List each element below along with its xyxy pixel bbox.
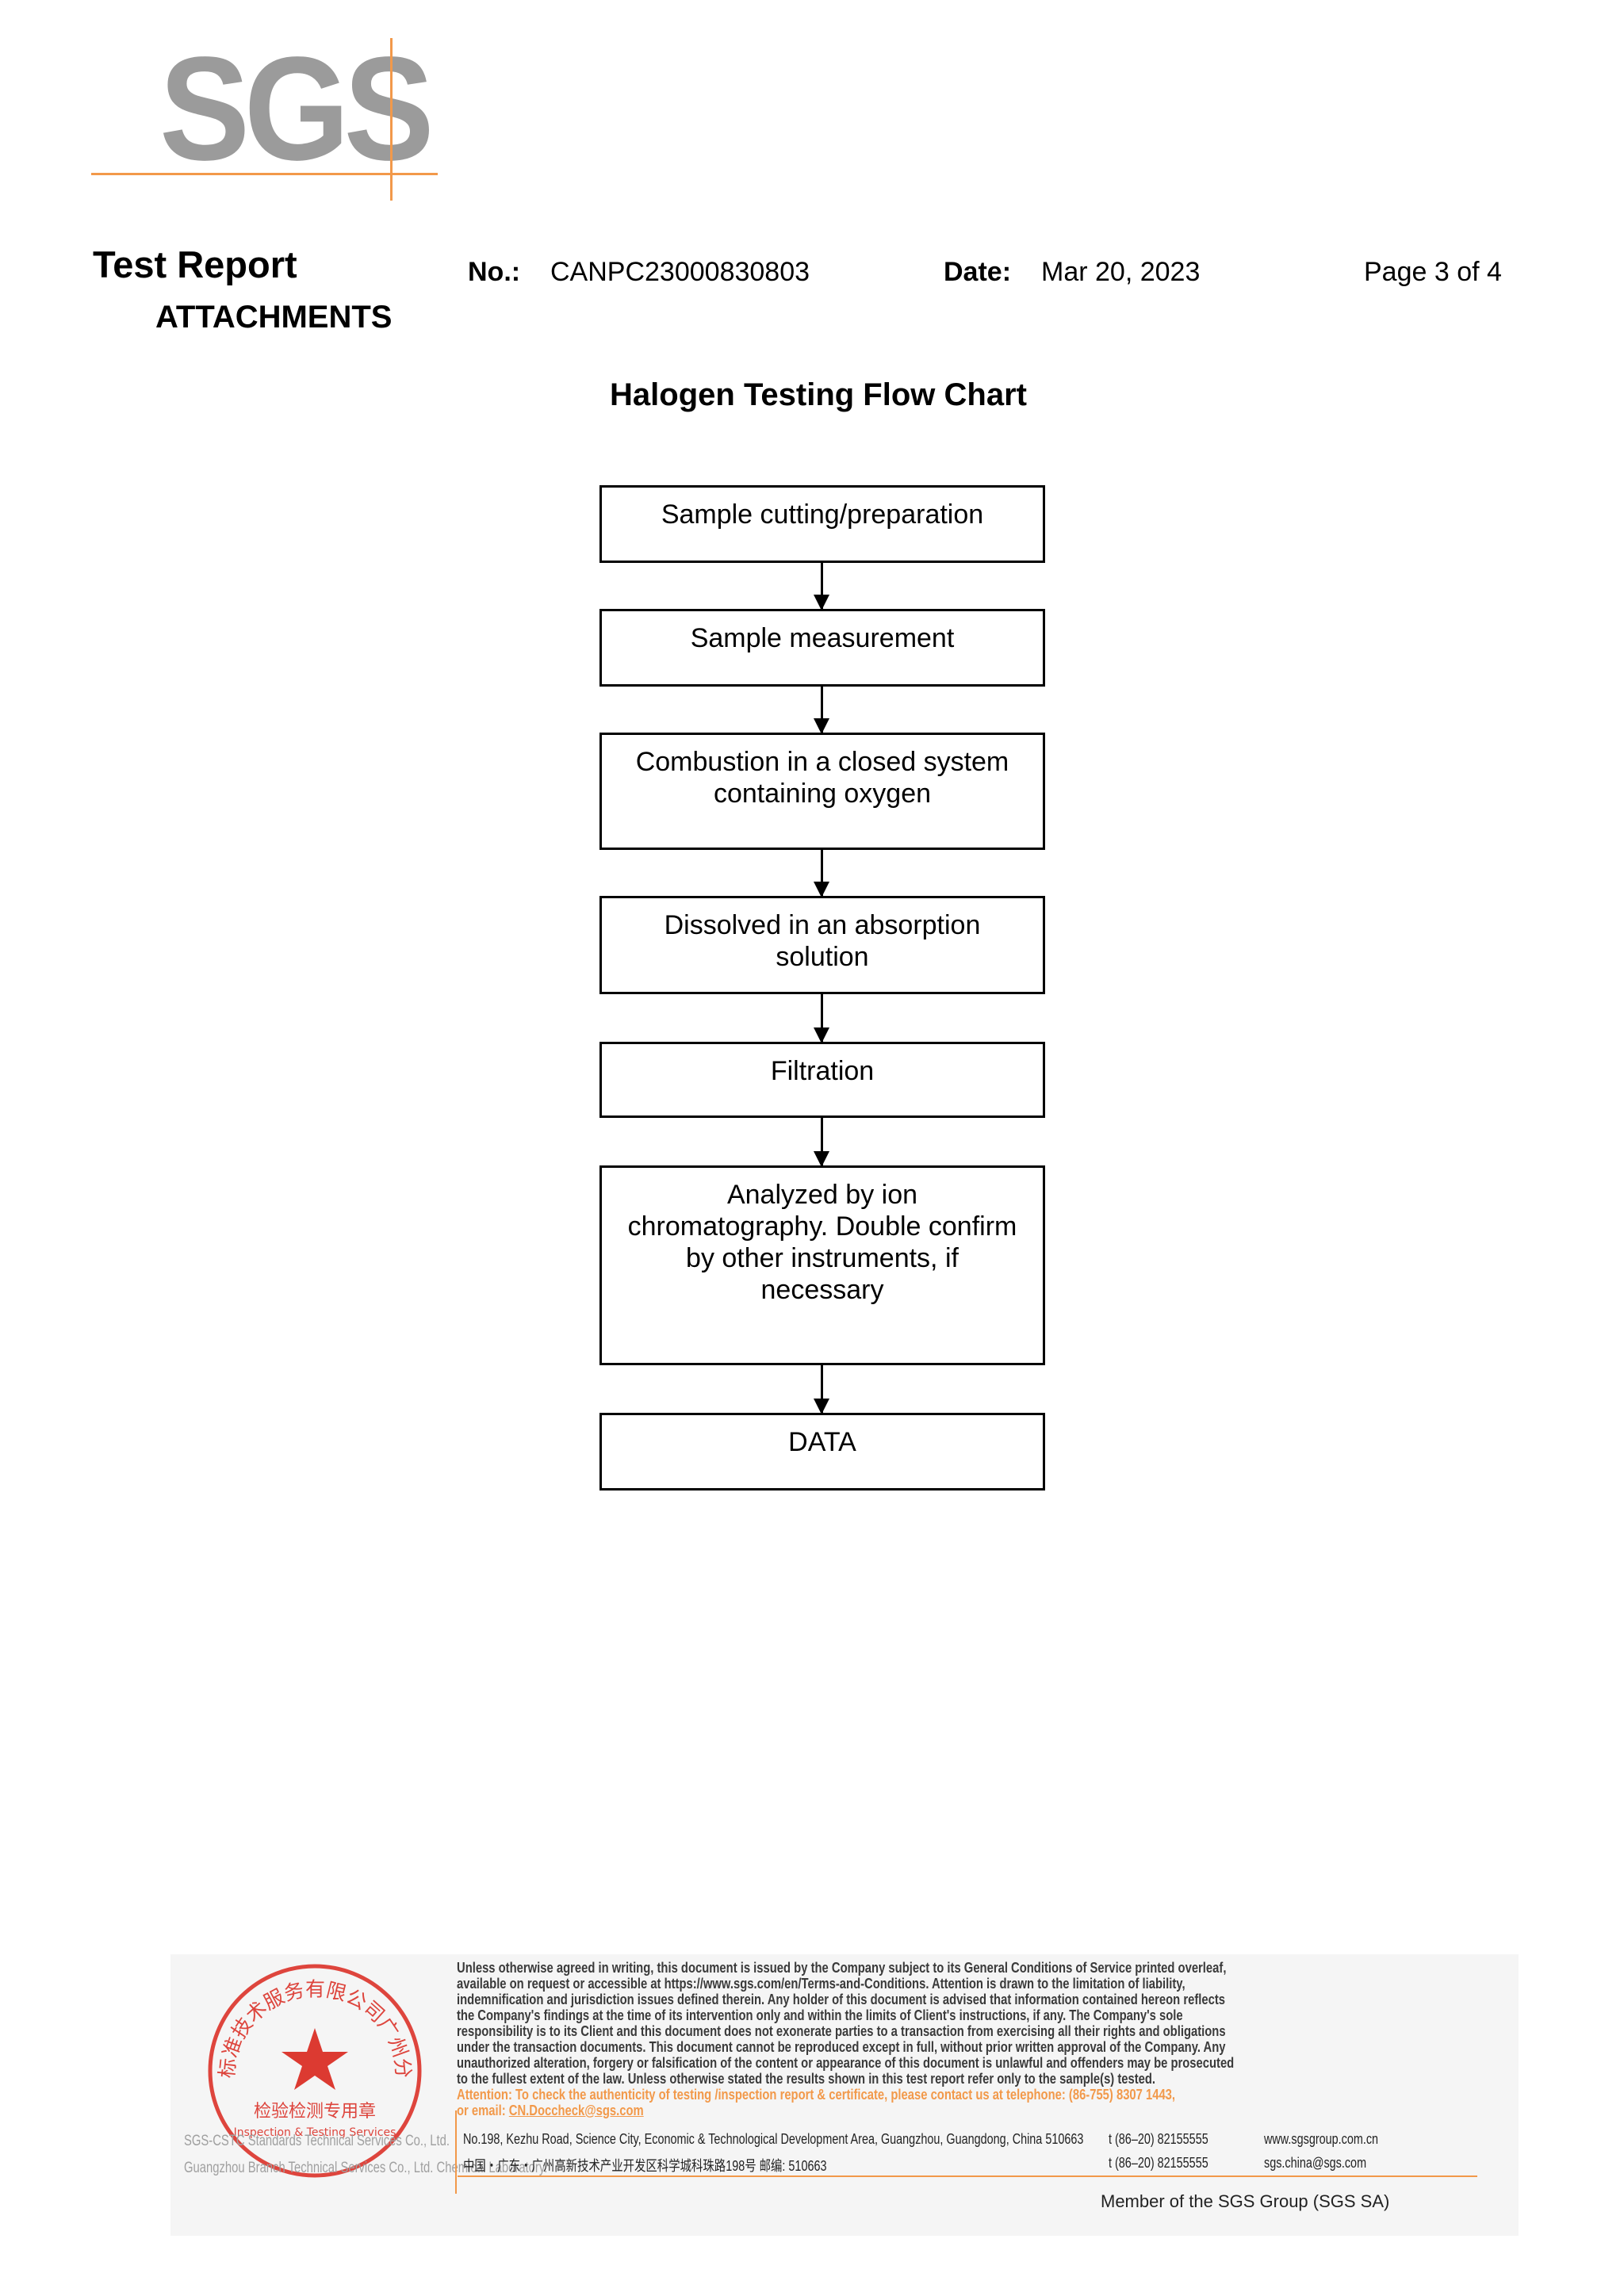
address-chinese: 中国・广东・广州高新技术产业开发区科学城科珠路198号 邮编: 510663 (463, 2158, 827, 2174)
flow-chart-title: Halogen Testing Flow Chart (610, 377, 1027, 412)
flow-step-combustion: Combustion in a closed system containing… (599, 733, 1045, 850)
contact-email-link[interactable]: sgs.china@sgs.com (1264, 2155, 1367, 2171)
flow-step-filtration: Filtration (599, 1042, 1045, 1118)
flow-step-data: DATA (599, 1413, 1045, 1490)
flow-arrow (814, 563, 829, 610)
report-date-value: Mar 20, 2023 (1041, 257, 1201, 287)
flow-step-ion-chromatography: Analyzed by ion chromatography. Double c… (599, 1165, 1045, 1365)
footer-divider-horizontal (458, 2175, 1477, 2177)
logo-horizontal-line (91, 173, 438, 175)
sgs-group-member-note: Member of the SGS Group (SGS SA) (1101, 2191, 1390, 2211)
report-date-label: Date: (944, 257, 1012, 287)
official-seal-stamp: 通标标准技术服务有限公司广州分公司 检验检测专用章 Inspection & T… (202, 1958, 422, 2178)
address-english: No.198, Kezhu Road, Science City, Econom… (463, 2131, 1084, 2147)
telephone-1: t (86–20) 82155555 (1109, 2131, 1208, 2147)
flow-step-dissolved: Dissolved in an absorption solution (599, 896, 1045, 994)
flow-arrow (814, 994, 829, 1043)
report-no-value: CANPC23000830803 (550, 257, 810, 287)
flow-arrow (814, 850, 829, 897)
svg-text:Inspection & Testing Services: Inspection & Testing Services (234, 2126, 396, 2139)
footer-divider-vertical (455, 2110, 457, 2194)
report-no-label: No.: (468, 257, 521, 287)
doccheck-email-link[interactable]: CN.Doccheck@sgs.com (508, 2102, 644, 2118)
legal-disclaimer: Unless otherwise agreed in writing, this… (457, 1960, 1446, 2118)
flow-arrow (814, 687, 829, 734)
sgs-logo: SGS (91, 27, 440, 205)
logo-vertical-line (390, 38, 393, 201)
sgs-logo-text: SGS (159, 27, 435, 191)
flow-arrow (814, 1118, 829, 1167)
telephone-2: t (86–20) 82155555 (1109, 2155, 1208, 2171)
report-title: Test Report (93, 243, 297, 285)
flow-step-sample-cutting: Sample cutting/preparation (599, 485, 1045, 563)
website-link[interactable]: www.sgsgroup.com.cn (1264, 2131, 1379, 2147)
flow-step-sample-measurement: Sample measurement (599, 609, 1045, 687)
svg-text:检验检测专用章: 检验检测专用章 (254, 2102, 376, 2122)
authenticity-attention: Attention: To check the authenticity of … (457, 2086, 1176, 2103)
page-number: Page 3 of 4 (1364, 257, 1502, 287)
flow-arrow (814, 1365, 829, 1414)
report-subtitle: ATTACHMENTS (155, 300, 393, 335)
